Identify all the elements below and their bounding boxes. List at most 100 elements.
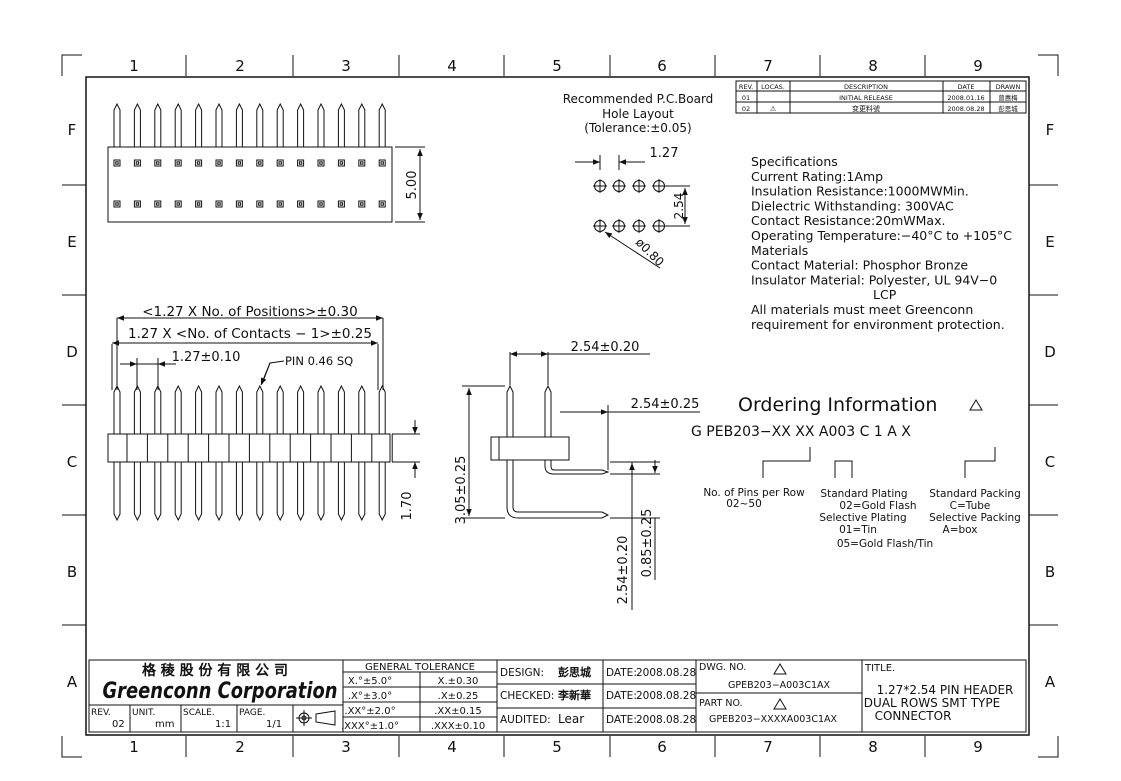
top-view-pad-core (156, 161, 160, 165)
top-view-pad (317, 159, 325, 167)
row-label-right: C (1045, 453, 1055, 471)
ordering-information: Ordering Information G PEB203−XX XX A003… (691, 394, 1021, 550)
top-view-pad (113, 159, 121, 167)
scale-value: 1:1 (215, 719, 231, 730)
top-view-pin (358, 102, 366, 147)
scale-label: SCALE. (183, 708, 215, 718)
top-view-pad (113, 200, 121, 208)
column-label-bottom: 6 (657, 738, 667, 756)
ordering-title: Ordering Information (738, 394, 937, 416)
front-view (107, 315, 420, 522)
top-view-pad (215, 200, 223, 208)
company-name-en: Greenconn Corporation (103, 679, 338, 704)
tolerance-angle-3: .XX°±2.0° (344, 706, 395, 717)
top-view-pin (337, 102, 345, 147)
side-low-dim-1: 2.54±0.20 (616, 536, 631, 605)
revision-table (735, 80, 1027, 114)
front-contacts-dim: 1.27 X <No. of Contacts − 1>±0.25 (128, 326, 372, 342)
pcb-row-pitch-dim: 2.54 (672, 193, 686, 220)
top-view-pad (297, 200, 305, 208)
audited-date-label: DATE: (606, 714, 637, 726)
top-view-pad-core (339, 202, 344, 206)
top-view-pad (174, 200, 182, 208)
top-view-pad-core (298, 161, 303, 165)
spec-line: Insulator Material: Polyester, UL 94V−0 (751, 272, 997, 287)
front-view-pin (235, 384, 243, 434)
tolerance-angle-4: .XXX°±1.0° (341, 721, 399, 732)
pcb-hole-centerline (652, 179, 666, 193)
dwg-no-value: GPEB203−A003C1AX (728, 680, 831, 691)
spec-line: Current Rating:1Amp (751, 169, 883, 184)
top-view-pad-core (176, 161, 180, 165)
top-view-pad (378, 159, 386, 167)
front-view-pin-tail (378, 462, 386, 522)
front-view-pin-tail (113, 462, 121, 522)
pcb-hole-centerline (652, 219, 666, 233)
part-warning-icon (773, 698, 787, 710)
rev-row1-rev: 01 (742, 94, 750, 102)
top-view-pad (358, 159, 366, 167)
front-view-pin (337, 384, 345, 434)
top-view-pad-core (115, 161, 119, 165)
page-value: 1/1 (266, 719, 282, 730)
pcb-hole-centerline (632, 179, 646, 193)
top-view-pad-core (176, 202, 180, 206)
top-view-pad-core (319, 161, 323, 165)
audited-name: Lear (558, 712, 584, 726)
checked-label: CHECKED: (500, 690, 554, 702)
top-view-pad (235, 200, 243, 208)
top-view-pad (174, 159, 182, 167)
projection-symbol-icon (296, 710, 336, 726)
tolerance-title: GENERAL TOLERANCE (365, 662, 475, 673)
front-view-pin (133, 384, 141, 434)
top-view-pad (256, 159, 264, 167)
ordering-packing-line2: C=Tube (950, 500, 991, 512)
front-view-pin-tail (133, 462, 141, 522)
top-view-pad-core (156, 202, 160, 206)
top-view-pad-core (258, 202, 262, 206)
rev-header-drawn: DRAWN (996, 83, 1021, 91)
top-view-pad-core (217, 161, 221, 165)
spec-line: Specifications (751, 154, 838, 169)
checked-date-label: DATE: (606, 690, 637, 702)
top-view-pad-core (237, 202, 242, 206)
column-label-top: 7 (763, 57, 773, 75)
ordering-part-code: G PEB203−XX XX A003 C 1 A X (691, 424, 911, 440)
rev-header-date: DATE (958, 83, 975, 91)
top-view-pad (297, 159, 305, 167)
column-label-bottom: 7 (763, 738, 773, 756)
pcb-hole-layout: Recommended P.C.Board Hole Layout (Toler… (563, 92, 714, 269)
top-view-pad (133, 159, 141, 167)
top-view-pad-core (360, 202, 364, 206)
column-label-bottom: 9 (973, 738, 983, 756)
side-low-dim-2: 0.85±0.25 (640, 509, 655, 578)
ordering-pins-label: No. of Pins per Row (703, 487, 805, 499)
column-label-top: 5 (552, 57, 562, 75)
ordering-packing-line4: A=box (943, 524, 978, 536)
side-top-dim: 2.54±0.20 (571, 340, 640, 355)
top-view-pad-core (319, 202, 323, 206)
rev-row2-drawn: 彭思城 (998, 104, 1018, 113)
top-view-pin (215, 102, 223, 147)
top-view-pad-core (237, 161, 242, 165)
top-view (107, 102, 425, 223)
pcb-title-line1: Recommended P.C.Board (563, 92, 714, 106)
design-date-label: DATE: (606, 667, 637, 679)
row-label-right: B (1045, 563, 1055, 581)
row-label-left: B (67, 563, 77, 581)
unit-label: UNIT. (132, 708, 155, 718)
front-view-pin (154, 384, 162, 434)
ordering-plating-line5: 05=Gold Flash/Tin (837, 538, 933, 550)
title-block-text: 格 稜 股 份 有 限 公 司 Greenconn Corporation RE… (91, 662, 1013, 732)
top-view-pin (113, 102, 121, 147)
part-no-value: GPEB203−XXXXA003C1AX (709, 714, 838, 725)
front-view-pin (256, 384, 264, 434)
spec-line: All materials must meet Greenconn (751, 302, 973, 317)
spec-line: Dielectric Withstanding: 300VAC (751, 198, 954, 213)
top-view-pad-core (196, 202, 201, 206)
front-view-pin-tail (276, 462, 284, 522)
pcb-title-line3: (Tolerance:±0.05) (584, 121, 691, 135)
front-view-pin (317, 384, 325, 434)
